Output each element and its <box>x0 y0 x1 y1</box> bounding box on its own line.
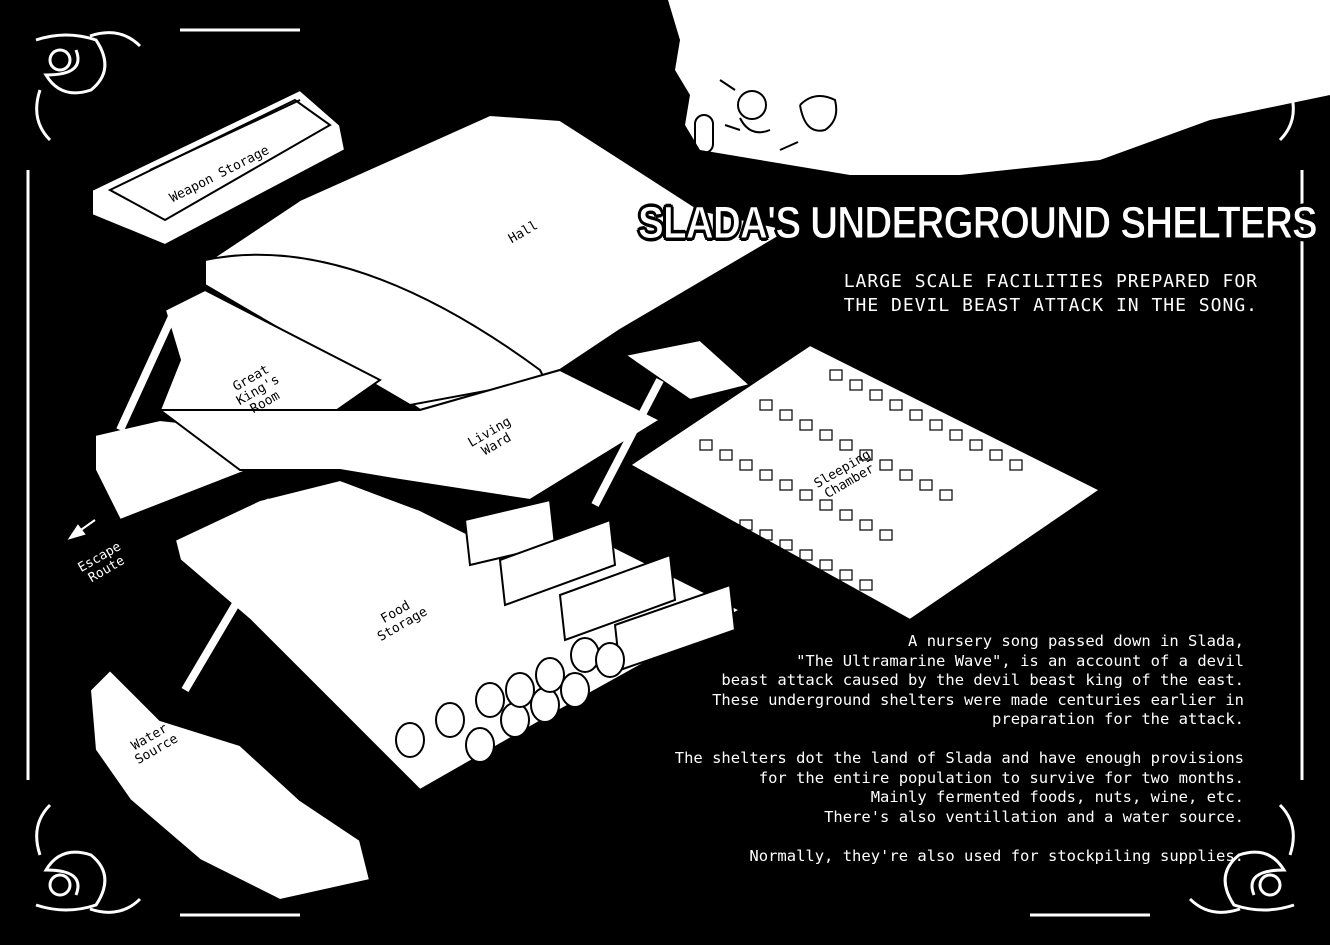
sleeping-chamber-floor <box>628 343 1102 622</box>
surface-ground <box>668 0 1330 175</box>
water-source-cave <box>88 668 372 902</box>
page-title: SLADA'S UNDERGROUND SHELTERS <box>638 197 1319 249</box>
weapon-storage-room <box>91 88 347 247</box>
subtitle: LARGE SCALE FACILITIES PREPARED FOR THE … <box>843 271 1258 316</box>
stairs <box>116 308 664 693</box>
living-ward-floor <box>157 368 663 502</box>
devil-beasts <box>694 79 838 154</box>
barrels <box>395 637 625 763</box>
hall-arch <box>204 253 547 407</box>
beds <box>699 369 1023 591</box>
shelves <box>463 498 737 672</box>
escape-arrow-icon <box>67 519 96 540</box>
description: A nursery song passed down in Slada, "Th… <box>674 632 1244 865</box>
